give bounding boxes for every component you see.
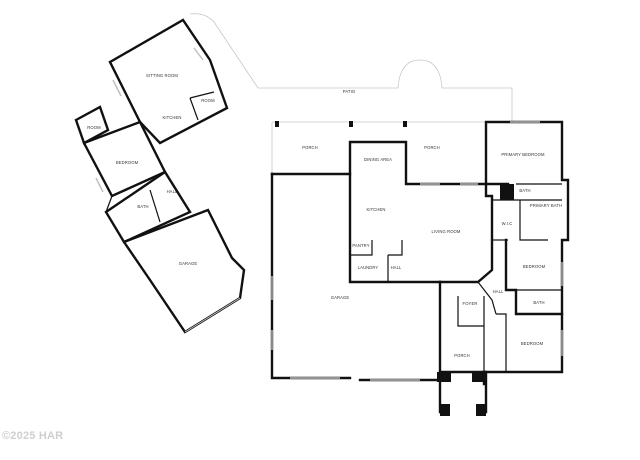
room-label-pantry: PANTRY (352, 243, 369, 248)
room-label-kitchen-main: KITCHEN (366, 207, 385, 212)
room-label-porch-right: PORCH (424, 145, 440, 150)
room-label-living-room: LIVING ROOM (431, 229, 460, 234)
room-label-sitting-room: SITTING ROOM (146, 73, 178, 78)
room-label-wic: W.I.C (502, 221, 513, 226)
room-label-room-top: ROOM (201, 98, 215, 103)
room-label-laundry: LAUNDRY (358, 265, 379, 270)
room-label-porch-front: PORCH (454, 353, 470, 358)
room-label-hall-main: HALL (391, 265, 402, 270)
room-label-patio: PATIO (343, 89, 356, 94)
guest-house (74, 18, 246, 334)
room-label-bath-right: BATH (533, 300, 544, 305)
room-label-primary-bedroom: PRIMARY BEDROOM (501, 152, 545, 157)
room-label-bath-primary-top: BATH (519, 188, 530, 193)
room-label-foyer: FOYER (463, 301, 478, 306)
room-label-bath-guest: BATH (137, 204, 148, 209)
copyright-watermark: ©2025 HAR (2, 430, 64, 442)
room-label-porch-left: PORCH (302, 145, 318, 150)
room-label-bedroom-right-top: BEDROOM (523, 264, 546, 269)
main-house (270, 120, 570, 416)
room-label-kitchen-guest: KITCHEN (162, 115, 181, 120)
room-label-garage-guest: GARAGE (179, 261, 198, 266)
room-label-hall-right: HALL (493, 289, 504, 294)
room-label-dining-area: DINING AREA (364, 157, 392, 162)
room-label-garage-main: GARAGE (331, 295, 350, 300)
room-label-bedroom-right-bottom: BEDROOM (521, 341, 544, 346)
room-label-room-small: ROOM (87, 125, 101, 130)
patio-outline (189, 13, 513, 122)
room-label-primary-bath: PRIMARY BATH (530, 203, 562, 208)
room-label-bedroom-guest: BEDROOM (116, 160, 139, 165)
room-label-hall-guest: HALL (167, 189, 178, 194)
